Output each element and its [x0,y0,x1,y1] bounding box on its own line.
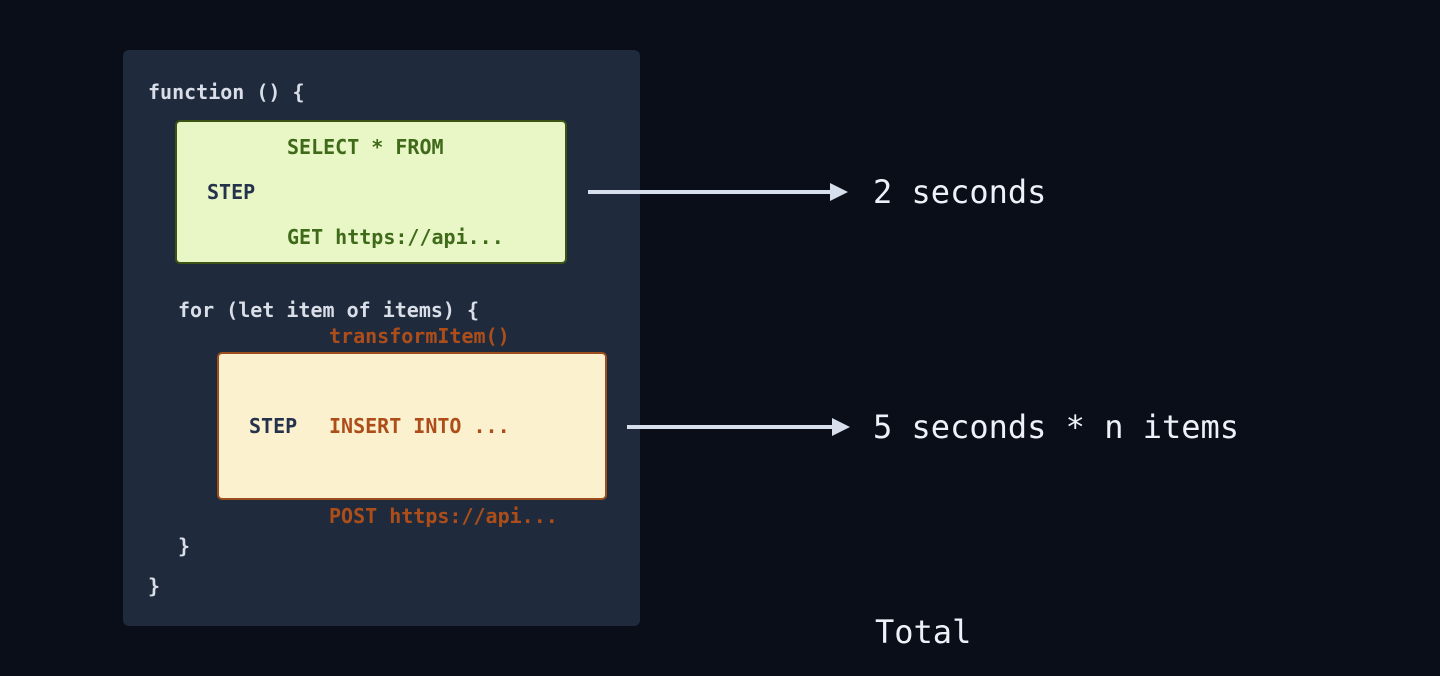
arrowhead-icon [830,183,848,201]
step-label: STEP [207,180,256,204]
step-code-transform-load: transformItem() INSERT INTO ... POST htt… [329,261,558,591]
step-code-line: POST https://api... [329,504,558,528]
arrowhead-icon [832,418,850,436]
step-code-line: GET https://api... [287,225,504,249]
code-card: function () { STEP SELECT * FROM GET htt… [123,50,640,626]
step1-duration-label: 2 seconds [873,173,1047,211]
step-code-extract: SELECT * FROM GET https://api... [287,72,504,312]
step-code-line: transformItem() [329,324,510,348]
for-loop-open-line: for (let item of items) { [178,298,480,322]
arrow-right-icon [627,418,850,436]
step-code-line: INSERT INTO ... [329,414,510,438]
total-summary: Total 100 items = 502 seconds [875,532,1318,676]
total-label: Total [875,613,972,651]
function-close-line: } [148,574,161,598]
step2-duration-label: 5 seconds * n items [873,408,1240,446]
step-code-line: SELECT * FROM [287,135,444,159]
arrow-line [588,190,830,194]
for-loop-close-line: } [178,534,191,558]
step-label: STEP [249,414,298,438]
arrow-right-icon [588,183,848,201]
step-box-extract: STEP SELECT * FROM GET https://api... [175,120,567,264]
function-open-line: function () { [148,80,305,104]
step-box-transform-load: STEP transformItem() INSERT INTO ... POS… [217,324,607,528]
arrow-line [627,425,832,429]
